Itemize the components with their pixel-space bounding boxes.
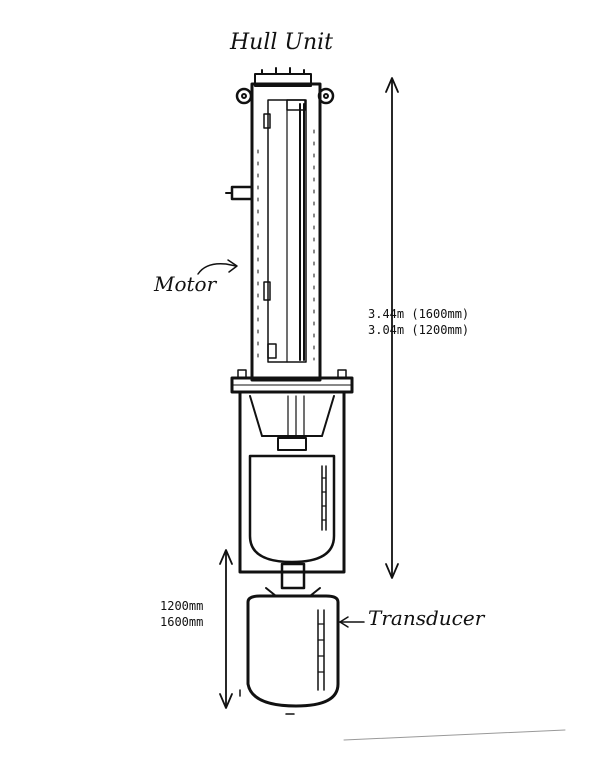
bottom-rule xyxy=(343,729,566,741)
stroke-dimension-line1: 1200mm xyxy=(160,599,204,613)
motor-label: Motor xyxy=(154,272,217,296)
height-dimension-line1: 3.44m (1600mm) xyxy=(368,307,470,321)
motor-leader xyxy=(197,259,238,275)
side-port xyxy=(225,185,254,201)
transducer-label: Transducer xyxy=(368,606,485,630)
transducer-leader xyxy=(339,616,365,628)
lowered-transducer xyxy=(239,562,340,715)
lower-trunk xyxy=(238,390,346,574)
height-dimension-text: 3.44m (1600mm) 3.04m (1200mm) xyxy=(368,306,469,338)
upper-column xyxy=(250,82,322,382)
top-flange xyxy=(235,67,335,105)
hull-unit-label: Hull Unit xyxy=(230,30,334,55)
retracted-transducer-dome xyxy=(248,437,336,564)
height-dimension-line2: 3.04m (1200mm) xyxy=(368,323,470,337)
stroke-dimension-line2: 1600mm xyxy=(160,615,204,629)
height-dimension-arrow xyxy=(385,77,399,579)
stroke-dimension-arrow xyxy=(219,549,233,709)
stroke-dimension-text: 1200mm 1600mm xyxy=(160,598,203,630)
